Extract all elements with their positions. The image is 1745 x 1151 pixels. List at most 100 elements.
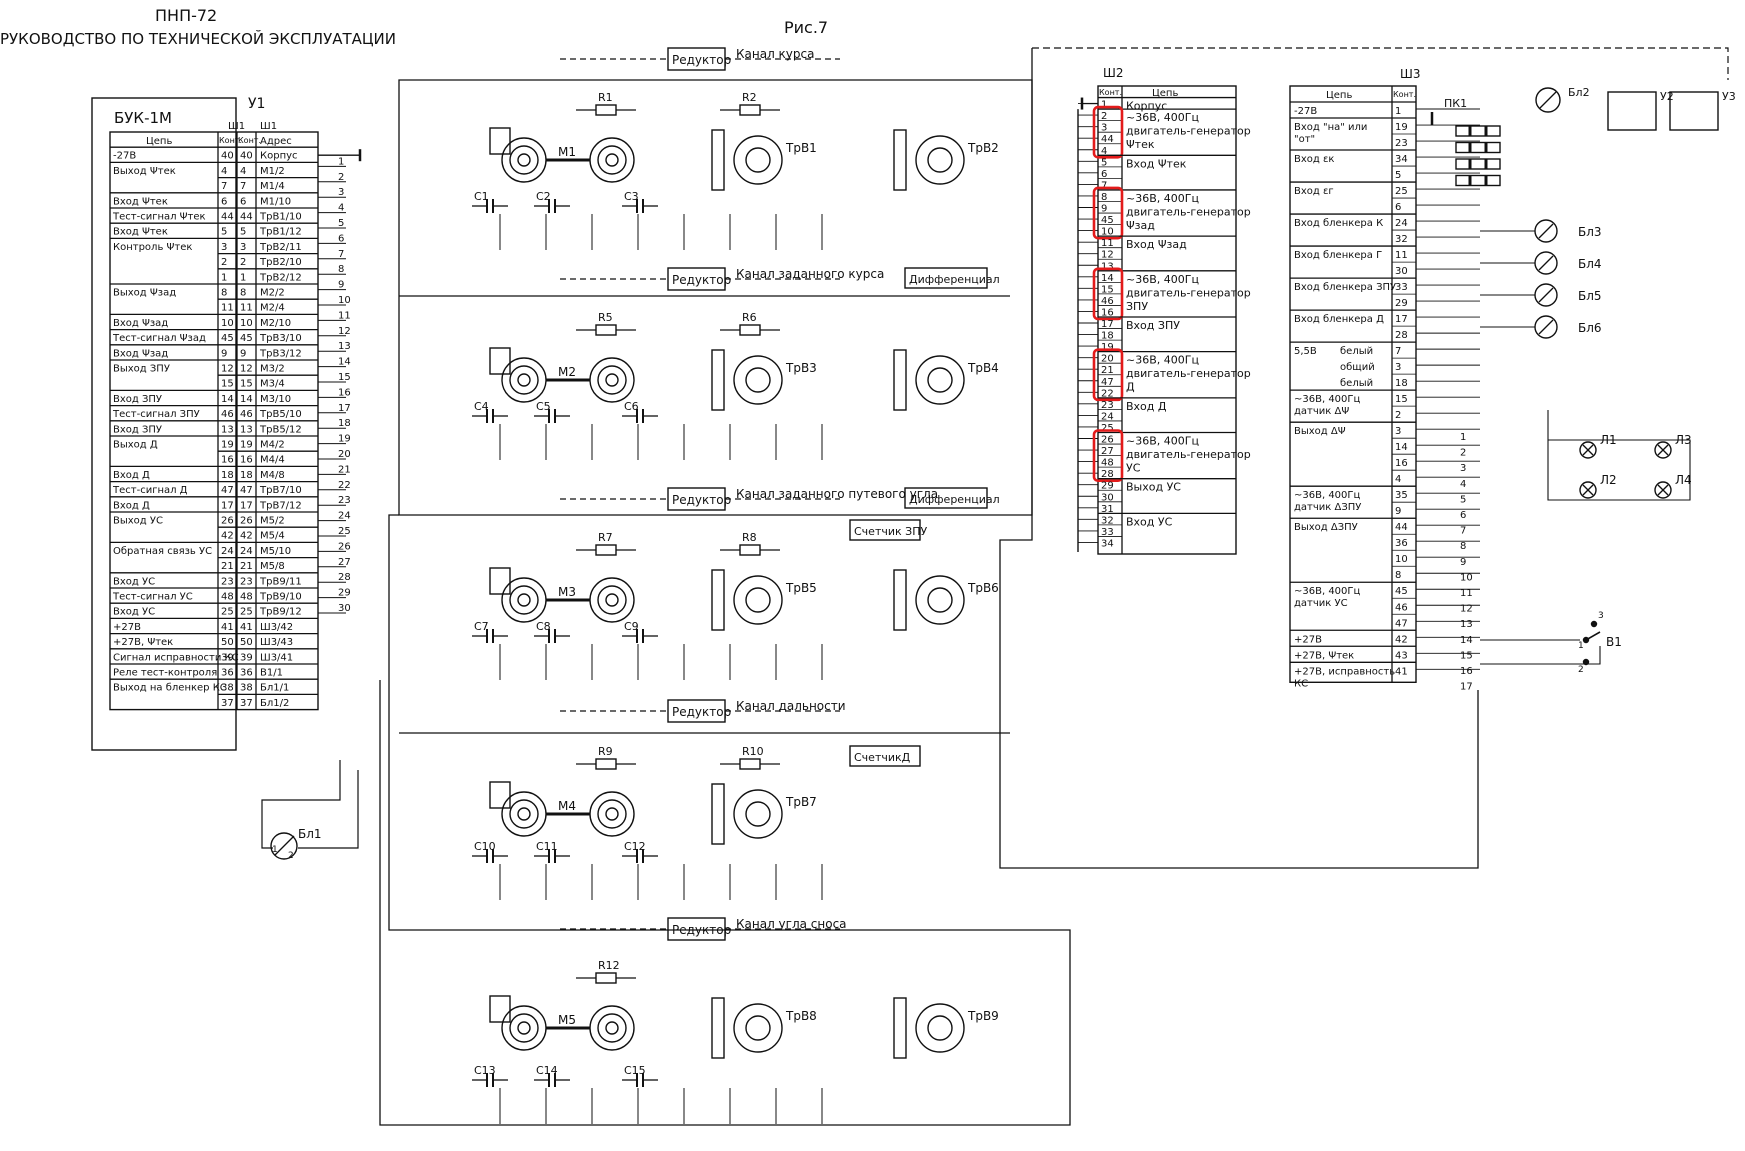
u1-row-contact-2: 40	[240, 151, 253, 162]
sh3-row-circuit: Вход "на" или	[1294, 122, 1367, 133]
u1-col-address: Адрес	[260, 136, 292, 147]
u1-row-circuit: Тест-сигнал ЗПУ	[112, 409, 200, 420]
u1-row-circuit: Тест-сигнал УС	[112, 592, 193, 603]
sh2-pin: 14	[1101, 273, 1114, 284]
u1-row-address: Корпус	[260, 151, 298, 162]
u1-row-circuit: Вход Д	[113, 470, 150, 481]
sh3-row-circuit: ~36В, 400Гц	[1294, 394, 1361, 405]
resolver-label: ТрВ4	[967, 361, 999, 375]
capacitor-label: C9	[624, 620, 639, 633]
resolver-outer	[915, 1003, 965, 1053]
sh2-group-label: ~36В, 400Гц	[1126, 435, 1199, 448]
lamp-cross	[1582, 444, 1594, 456]
motor-outer	[501, 577, 547, 623]
tacho-mid	[597, 145, 627, 175]
u1-row-circuit: Тест-сигнал Ψзад	[112, 333, 206, 344]
u1-wire-number: 30	[338, 603, 351, 614]
sh2-pin: 18	[1101, 331, 1114, 342]
u1-row-contact: 26	[221, 516, 234, 527]
u1-row-address: М3/2	[260, 364, 285, 375]
u1-wire-number: 7	[338, 249, 344, 260]
u1-row-address: М5/8	[260, 561, 285, 572]
blinker-bl1-slash	[274, 835, 295, 856]
tacho-outer	[589, 1005, 635, 1051]
sh3-row-circuit: КС	[1294, 678, 1308, 689]
sh3-pin: 11	[1395, 250, 1408, 261]
sh3-wire-number: 3	[1460, 463, 1466, 474]
u1-row-contact: 7	[221, 181, 227, 192]
sh2-pin: 5	[1101, 157, 1107, 168]
sh3-row-circuit: Вход бленкера ЗПУ	[1294, 282, 1396, 293]
motor-mid	[509, 145, 539, 175]
switch-pin	[1590, 620, 1598, 628]
differential-box	[904, 487, 988, 509]
u1-row-circuit: Выход Д	[113, 440, 158, 451]
u1-row-contact-2: 50	[240, 637, 253, 648]
pk1-contact	[1455, 174, 1501, 187]
motor-mid	[509, 799, 539, 829]
u1-row-address: Ш3/41	[260, 652, 293, 663]
lamp-cross	[1657, 444, 1669, 456]
sh2-pin: 12	[1101, 250, 1114, 261]
u1-row-contact: 41	[221, 622, 234, 633]
u1-row-contact-2: 4	[240, 166, 246, 177]
sh3-frame	[1289, 85, 1417, 683]
u1-row-contact: 16	[221, 455, 234, 466]
u1-row-address: Бл1/2	[260, 698, 289, 709]
resistor-body	[595, 544, 617, 556]
sh2-group-label: двигатель-генератор	[1126, 286, 1251, 299]
u1-wire-number: 23	[338, 495, 351, 506]
u1-row-circuit: Вход УС	[113, 576, 155, 587]
sh2-pin: 22	[1101, 388, 1114, 399]
tacho-mid	[597, 799, 627, 829]
motor-mid	[509, 1013, 539, 1043]
u1-row-contact: 21	[221, 561, 234, 572]
resolver-label: ТрВ2	[967, 141, 999, 155]
resolver-stator	[893, 569, 907, 631]
sh3-pin: 16	[1395, 458, 1408, 469]
capacitor-label: C8	[536, 620, 551, 633]
capacitor-label: C10	[474, 840, 496, 853]
u1-row-address: ТрВ7/10	[259, 485, 302, 496]
u1-row-address: ТрВ3/12	[259, 348, 302, 359]
u1-row-contact-2: 13	[240, 424, 253, 435]
u1-row-contact: 12	[221, 364, 234, 375]
sh3-row-circuit: 5,5В	[1294, 346, 1317, 357]
u1-row-contact-2: 18	[240, 470, 253, 481]
motor-outer	[501, 791, 547, 837]
channel-label: Канал дальности	[736, 699, 846, 713]
pk1-contact	[1455, 125, 1501, 137]
blinker-bl2-slash	[1539, 91, 1557, 109]
blinker-bl1-pin2: 2	[288, 851, 294, 861]
channel-label: Канал заданного курса	[736, 267, 884, 281]
resistor-label: R6	[742, 311, 757, 324]
sh3-pin: 33	[1395, 282, 1408, 293]
sh3-pin: 29	[1395, 298, 1408, 309]
u1-col-contact-2: Конт.	[238, 136, 261, 145]
resolver-outer	[733, 135, 783, 185]
tacho-outer	[589, 357, 635, 403]
sh2-group-label: двигатель-генератор	[1126, 367, 1251, 380]
u1-wire-number: 16	[338, 387, 351, 398]
u1-row-circuit: Вход Ψзад	[113, 348, 168, 359]
resolver-inner	[927, 147, 953, 173]
u1-row-circuit: Выход на бленкер КС	[113, 683, 227, 694]
resistor-body	[739, 104, 761, 116]
tacho-inner	[605, 1021, 619, 1035]
u1-wire-number: 28	[338, 572, 351, 583]
u1-row-contact-2: 46	[240, 409, 253, 420]
u1-row-contact-2: 14	[240, 394, 253, 405]
counter-label: СчетчикД	[854, 751, 911, 764]
capacitor-label: C14	[536, 1064, 558, 1077]
u1-row-contact: 18	[221, 470, 234, 481]
u1-row-contact: 13	[221, 424, 234, 435]
tacho-inner	[605, 807, 619, 821]
lamp-symbol	[1579, 441, 1597, 459]
sh3-row-circuit: Вход εг	[1294, 186, 1334, 197]
motor-winding	[489, 127, 511, 155]
u1-row-contact: 47	[221, 485, 234, 496]
sh3-pin: 24	[1395, 218, 1408, 229]
sh2-pin: 11	[1101, 238, 1114, 249]
sh3-col-contact: Конт.	[1393, 90, 1416, 99]
